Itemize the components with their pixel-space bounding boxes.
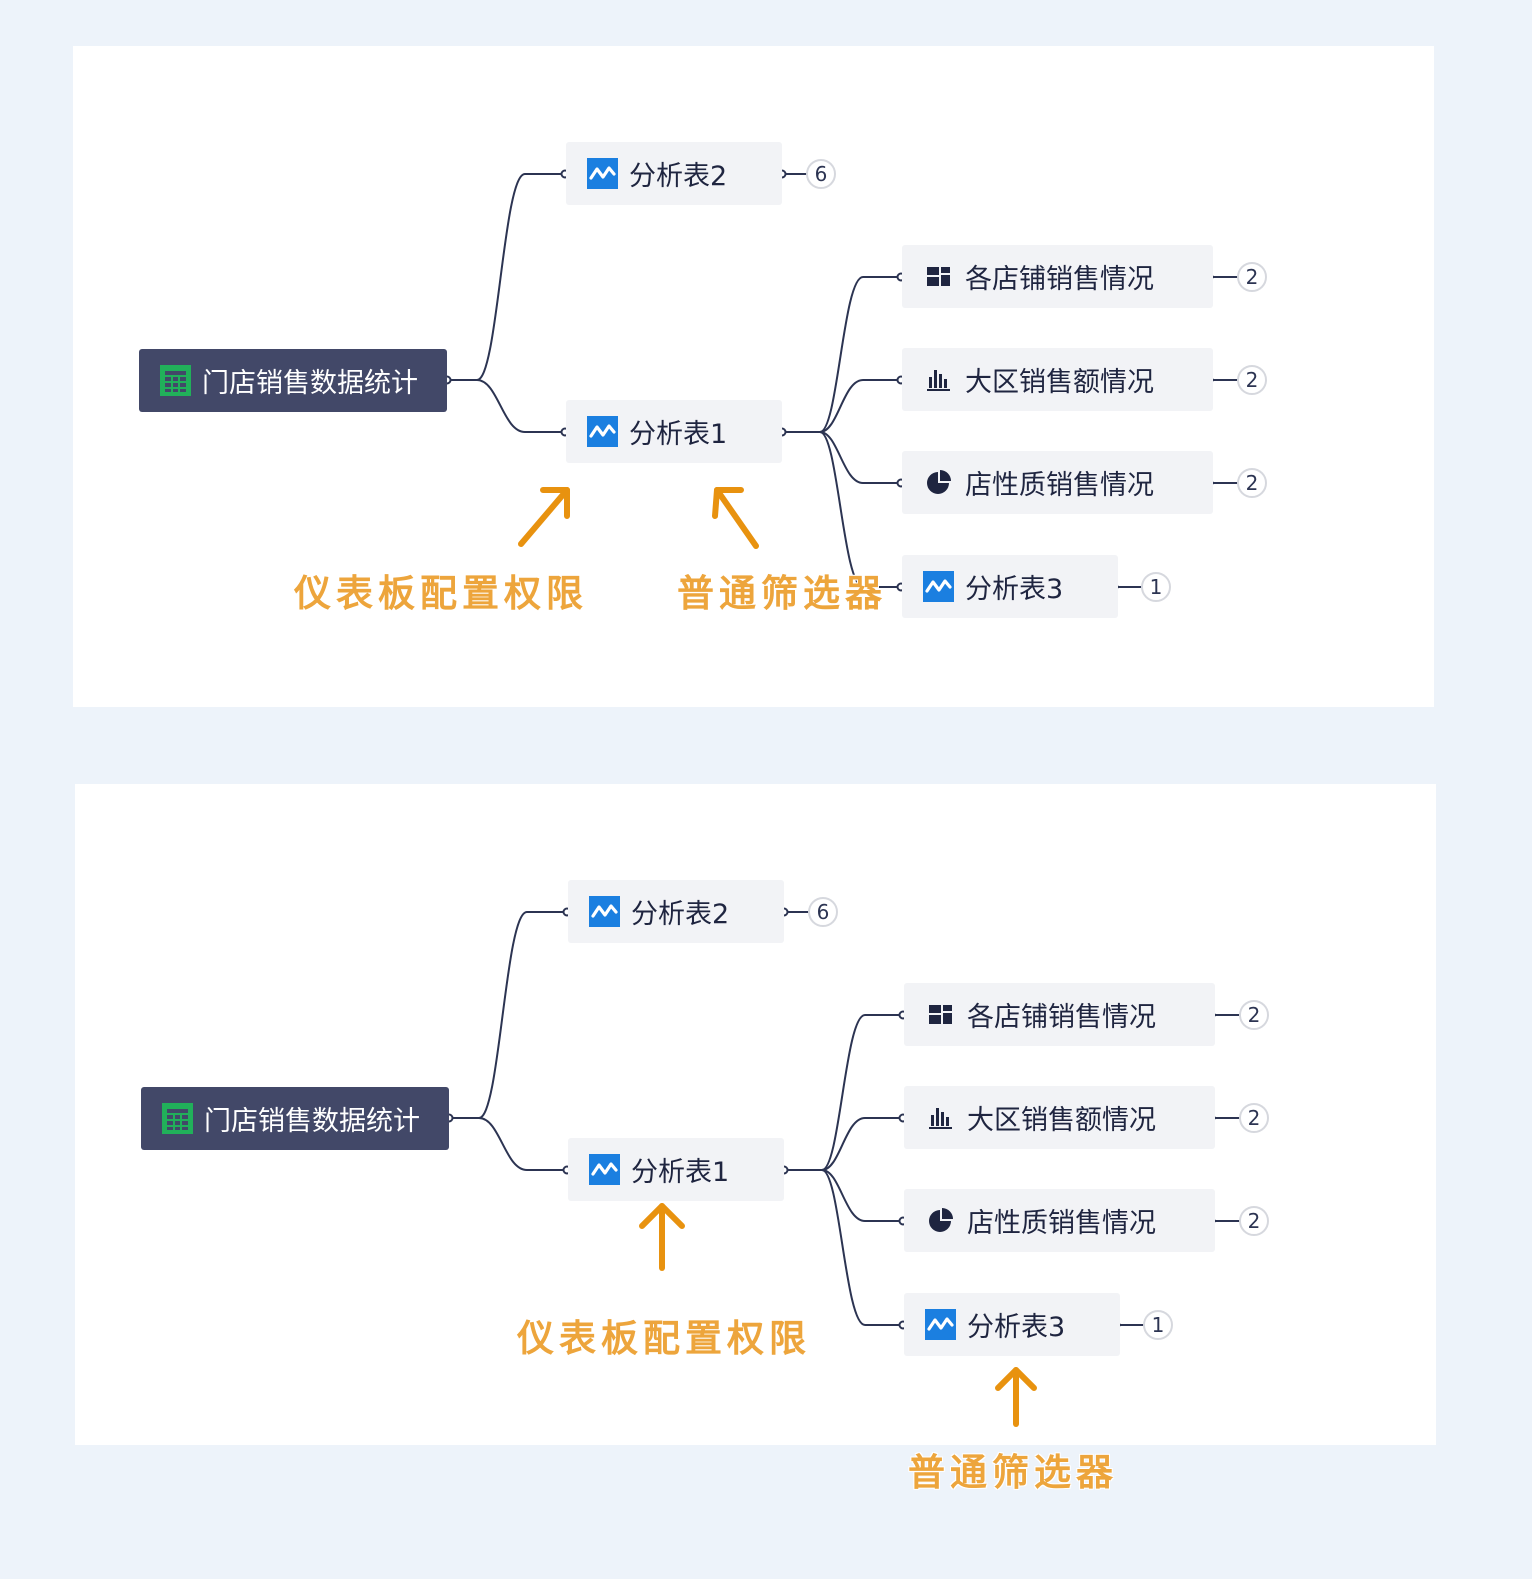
- node-label: 大区销售额情况: [965, 367, 1154, 398]
- annotation-dashboard-permission: 仪表板配置权限: [517, 1317, 811, 1360]
- node-label: 分析表3: [967, 1312, 1066, 1343]
- mindmap-panel-1: 门店销售数据统计 分析表2 分析表1 各店铺销售情况 大区销售额情况 店性质销售…: [73, 46, 1434, 707]
- count-badge[interactable]: 6: [816, 900, 830, 924]
- connector-child1-gc-2: [784, 1117, 903, 1171]
- annotation-normal-filter: 普通筛选器: [677, 572, 887, 615]
- node-analysis-table-1[interactable]: 分析表1: [568, 1138, 784, 1201]
- node-region-sales[interactable]: 大区销售额情况: [902, 348, 1213, 411]
- line-chart-icon: [587, 416, 618, 447]
- connector-root-child-2: [447, 173, 565, 381]
- count-badge[interactable]: 1: [1151, 1313, 1165, 1337]
- line-chart-icon: [587, 158, 618, 189]
- arrow-up-icon: [637, 1201, 687, 1273]
- pie-chart-icon: [925, 1205, 956, 1236]
- connector-child1-gc-3: [784, 1169, 903, 1222]
- line-chart-icon: [589, 1154, 620, 1185]
- count-badge[interactable]: 2: [1245, 265, 1259, 289]
- node-label: 店性质销售情况: [965, 470, 1154, 501]
- node-analysis-table-2[interactable]: 分析表2: [566, 142, 782, 205]
- connector-child1-gc-1: [782, 276, 901, 433]
- count-badge[interactable]: 2: [1247, 1209, 1261, 1233]
- arrow-up-left-icon: [710, 485, 761, 551]
- node-analysis-table-1[interactable]: 分析表1: [566, 400, 782, 463]
- root-node-label: 门店销售数据统计: [204, 1106, 420, 1137]
- node-label: 分析表1: [631, 1157, 730, 1188]
- connector-root-child-1: [449, 1117, 567, 1171]
- node-label: 大区销售额情况: [967, 1105, 1156, 1136]
- count-badge[interactable]: 2: [1247, 1106, 1261, 1130]
- node-label: 店性质销售情况: [967, 1208, 1156, 1239]
- table-icon: [160, 365, 191, 396]
- count-badge[interactable]: 2: [1245, 471, 1259, 495]
- pie-chart-icon: [923, 467, 954, 498]
- dashboard-grid-icon: [923, 261, 954, 292]
- count-badge[interactable]: 2: [1247, 1003, 1261, 1027]
- node-store-sales[interactable]: 各店铺销售情况: [904, 983, 1215, 1046]
- node-label: 分析表1: [629, 419, 728, 450]
- root-node-label: 门店销售数据统计: [202, 368, 418, 399]
- line-chart-icon: [923, 571, 954, 602]
- connector-child1-gc-1: [784, 1014, 903, 1171]
- annotation-dashboard-permission: 仪表板配置权限: [294, 572, 588, 615]
- mindmap-panel-2: 门店销售数据统计 分析表2 分析表1 各店铺销售情况 大区销售额情况 店性质销售…: [75, 784, 1436, 1494]
- bar-chart-icon: [925, 1102, 956, 1133]
- count-badge[interactable]: 1: [1149, 575, 1163, 599]
- count-badge[interactable]: 6: [814, 162, 828, 186]
- node-analysis-table-2[interactable]: 分析表2: [568, 880, 784, 943]
- node-store-type-sales[interactable]: 店性质销售情况: [904, 1189, 1215, 1252]
- node-label: 各店铺销售情况: [967, 1002, 1156, 1033]
- node-store-type-sales[interactable]: 店性质销售情况: [902, 451, 1213, 514]
- line-chart-icon: [925, 1309, 956, 1340]
- annotation-normal-filter: 普通筛选器: [908, 1451, 1118, 1494]
- arrow-up-icon: [993, 1365, 1039, 1429]
- node-label: 分析表2: [629, 161, 728, 192]
- table-icon: [162, 1103, 193, 1134]
- node-store-sales[interactable]: 各店铺销售情况: [902, 245, 1213, 308]
- node-label: 各店铺销售情况: [965, 264, 1154, 295]
- count-badge[interactable]: 2: [1245, 368, 1259, 392]
- node-label: 分析表3: [965, 574, 1064, 605]
- node-analysis-table-3[interactable]: 分析表3: [902, 555, 1118, 618]
- dashboard-grid-icon: [925, 999, 956, 1030]
- node-analysis-table-3[interactable]: 分析表3: [904, 1293, 1120, 1356]
- root-node[interactable]: 门店销售数据统计: [139, 349, 447, 412]
- connector-root-child-1: [447, 379, 565, 433]
- connector-root-child-2: [449, 911, 567, 1119]
- node-label: 分析表2: [631, 899, 730, 930]
- connector-child1-gc-4: [784, 1169, 903, 1326]
- connector-child1-gc-3: [782, 431, 901, 484]
- node-region-sales[interactable]: 大区销售额情况: [904, 1086, 1215, 1149]
- line-chart-icon: [589, 896, 620, 927]
- arrow-up-right-icon: [516, 485, 572, 549]
- connector-child1-gc-2: [782, 379, 901, 433]
- root-node[interactable]: 门店销售数据统计: [141, 1087, 449, 1150]
- bar-chart-icon: [923, 364, 954, 395]
- connector-child1-gc-4: [782, 431, 901, 588]
